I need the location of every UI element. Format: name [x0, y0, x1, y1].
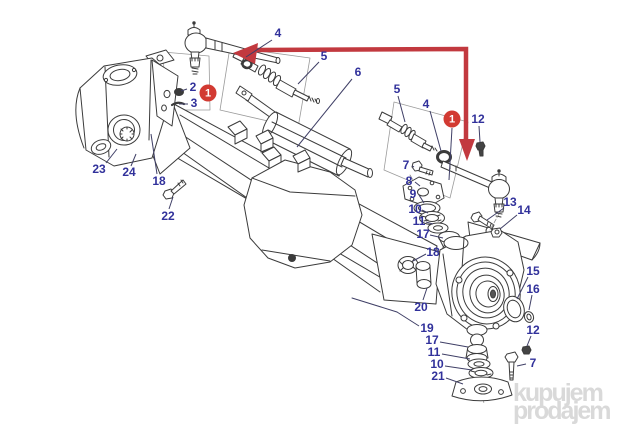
- leader-line: [414, 181, 421, 187]
- leader-line: [421, 209, 429, 214]
- leader-line: [478, 125, 481, 143]
- lower-kingpin-stack-drawing: [451, 333, 513, 405]
- leader-line: [499, 214, 518, 230]
- leader-line: [396, 311, 420, 327]
- leader-line: [297, 61, 320, 85]
- red-route-line: [255, 46, 469, 140]
- leader-line: [445, 377, 464, 385]
- leader-line: [429, 234, 444, 239]
- leader-line: [130, 153, 137, 167]
- leader-line: [422, 287, 428, 301]
- leader-line: [418, 194, 425, 204]
- leader-line: [296, 78, 353, 148]
- hub-seal-drawing: [503, 295, 535, 323]
- left-knuckle-housing-drawing: [75, 49, 179, 167]
- inner-track-rod-right-drawing: [378, 111, 438, 152]
- leader-line: [105, 148, 118, 164]
- leader-line: [441, 353, 471, 360]
- leader-line: [448, 127, 453, 181]
- right-knuckle-hub-drawing: [435, 221, 541, 336]
- steering-cylinder-drawing: [235, 85, 373, 178]
- leader-line: [526, 335, 532, 347]
- leader-line: [412, 253, 427, 262]
- fasteners-drawing: [162, 88, 532, 381]
- leader-line: [516, 276, 529, 300]
- leader-line: [425, 221, 434, 225]
- leader-line: [516, 363, 527, 367]
- leader-line: [429, 110, 442, 152]
- red-arrowhead: [233, 43, 258, 64]
- leader-line: [411, 165, 415, 168]
- leader-line: [486, 207, 505, 221]
- tie-rod-end-right-drawing: [440, 160, 510, 218]
- leader-line: [150, 133, 158, 175]
- leader-line: [397, 95, 406, 123]
- leader-line: [528, 294, 533, 311]
- pivot-bushing-drawing: [415, 261, 432, 289]
- leader-line: [439, 341, 469, 348]
- leader-line: [180, 88, 188, 92]
- leader-line: [444, 365, 473, 371]
- red-arrowhead: [459, 139, 475, 161]
- leader-line: [168, 196, 174, 210]
- leader-line: [245, 39, 273, 58]
